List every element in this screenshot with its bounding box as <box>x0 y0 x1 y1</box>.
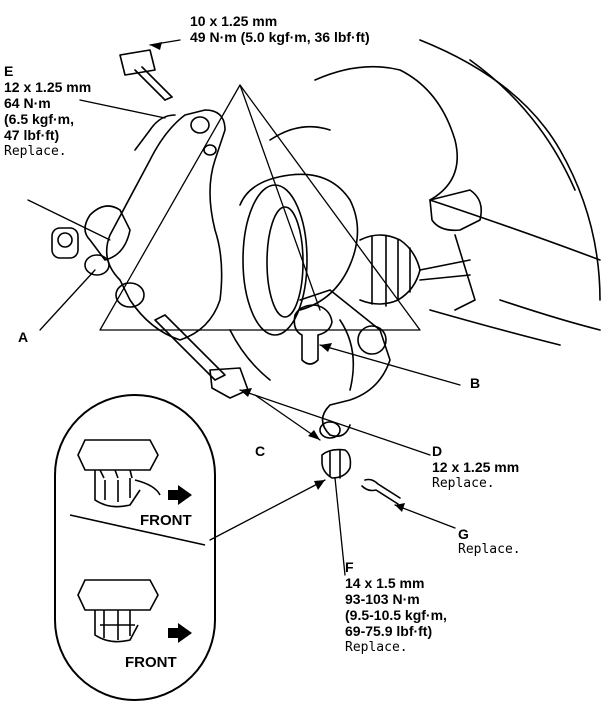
callout-e-line1: 12 x 1.25 mm <box>4 79 92 95</box>
ball-joint-b <box>293 304 333 365</box>
callout-f-line3: (9.5-10.5 kgf·m, <box>345 607 447 623</box>
callout-e-letter: E <box>4 63 14 79</box>
callout-f-letter: F <box>345 559 354 575</box>
callout-d-line1: 12 x 1.25 mm <box>432 459 520 475</box>
tie-rod-end <box>429 189 483 311</box>
knuckle-hub <box>229 65 459 391</box>
bushing <box>51 227 79 259</box>
bolt-d <box>154 314 249 399</box>
driveshaft-boot <box>359 234 471 307</box>
callout-f-line4: 69-75.9 lbf·ft) <box>345 623 433 639</box>
detail-inset <box>54 394 216 701</box>
lower-arm <box>299 289 391 439</box>
callout-g-note: Replace. <box>458 542 521 557</box>
guide-triangle <box>99 84 421 331</box>
callout-a-letter: A <box>18 329 29 345</box>
top-bolt <box>119 49 173 101</box>
inset-front-label-bottom: FRONT <box>125 654 177 671</box>
inset-nut-top <box>77 439 161 508</box>
callout-e-line2: 64 N·m <box>4 95 51 111</box>
callout-e-line4: 47 lbf·ft) <box>4 127 60 143</box>
upper-arm <box>84 109 226 341</box>
callout-d-note: Replace. <box>432 476 495 491</box>
callout-e-note: Replace. <box>4 144 67 159</box>
front-arrow-top-icon <box>168 485 192 505</box>
callout-c-letter: C <box>255 443 266 459</box>
inset-nut-bottom <box>77 579 159 643</box>
castle-nut-f <box>321 448 352 479</box>
front-arrow-bottom-icon <box>168 623 192 643</box>
callout-e-line3: (6.5 kgf·m, <box>4 111 75 127</box>
callout-b-letter: B <box>470 375 481 391</box>
arrow-heads <box>150 42 405 512</box>
top-bolt-spec-line1: 10 x 1.25 mm <box>190 13 278 29</box>
callout-f-line2: 93-103 N·m <box>345 591 420 607</box>
fender-outline <box>419 39 601 346</box>
callout-f-note: Replace. <box>345 640 408 655</box>
cotter-pin-g <box>361 478 401 505</box>
callout-g-letter: G <box>458 526 469 542</box>
callout-f-line1: 14 x 1.5 mm <box>345 575 425 591</box>
top-bolt-spec-line2: 49 N·m (5.0 kgf·m, 36 lbf·ft) <box>190 29 370 45</box>
inset-front-label-top: FRONT <box>140 512 192 529</box>
callout-d-letter: D <box>432 443 443 459</box>
